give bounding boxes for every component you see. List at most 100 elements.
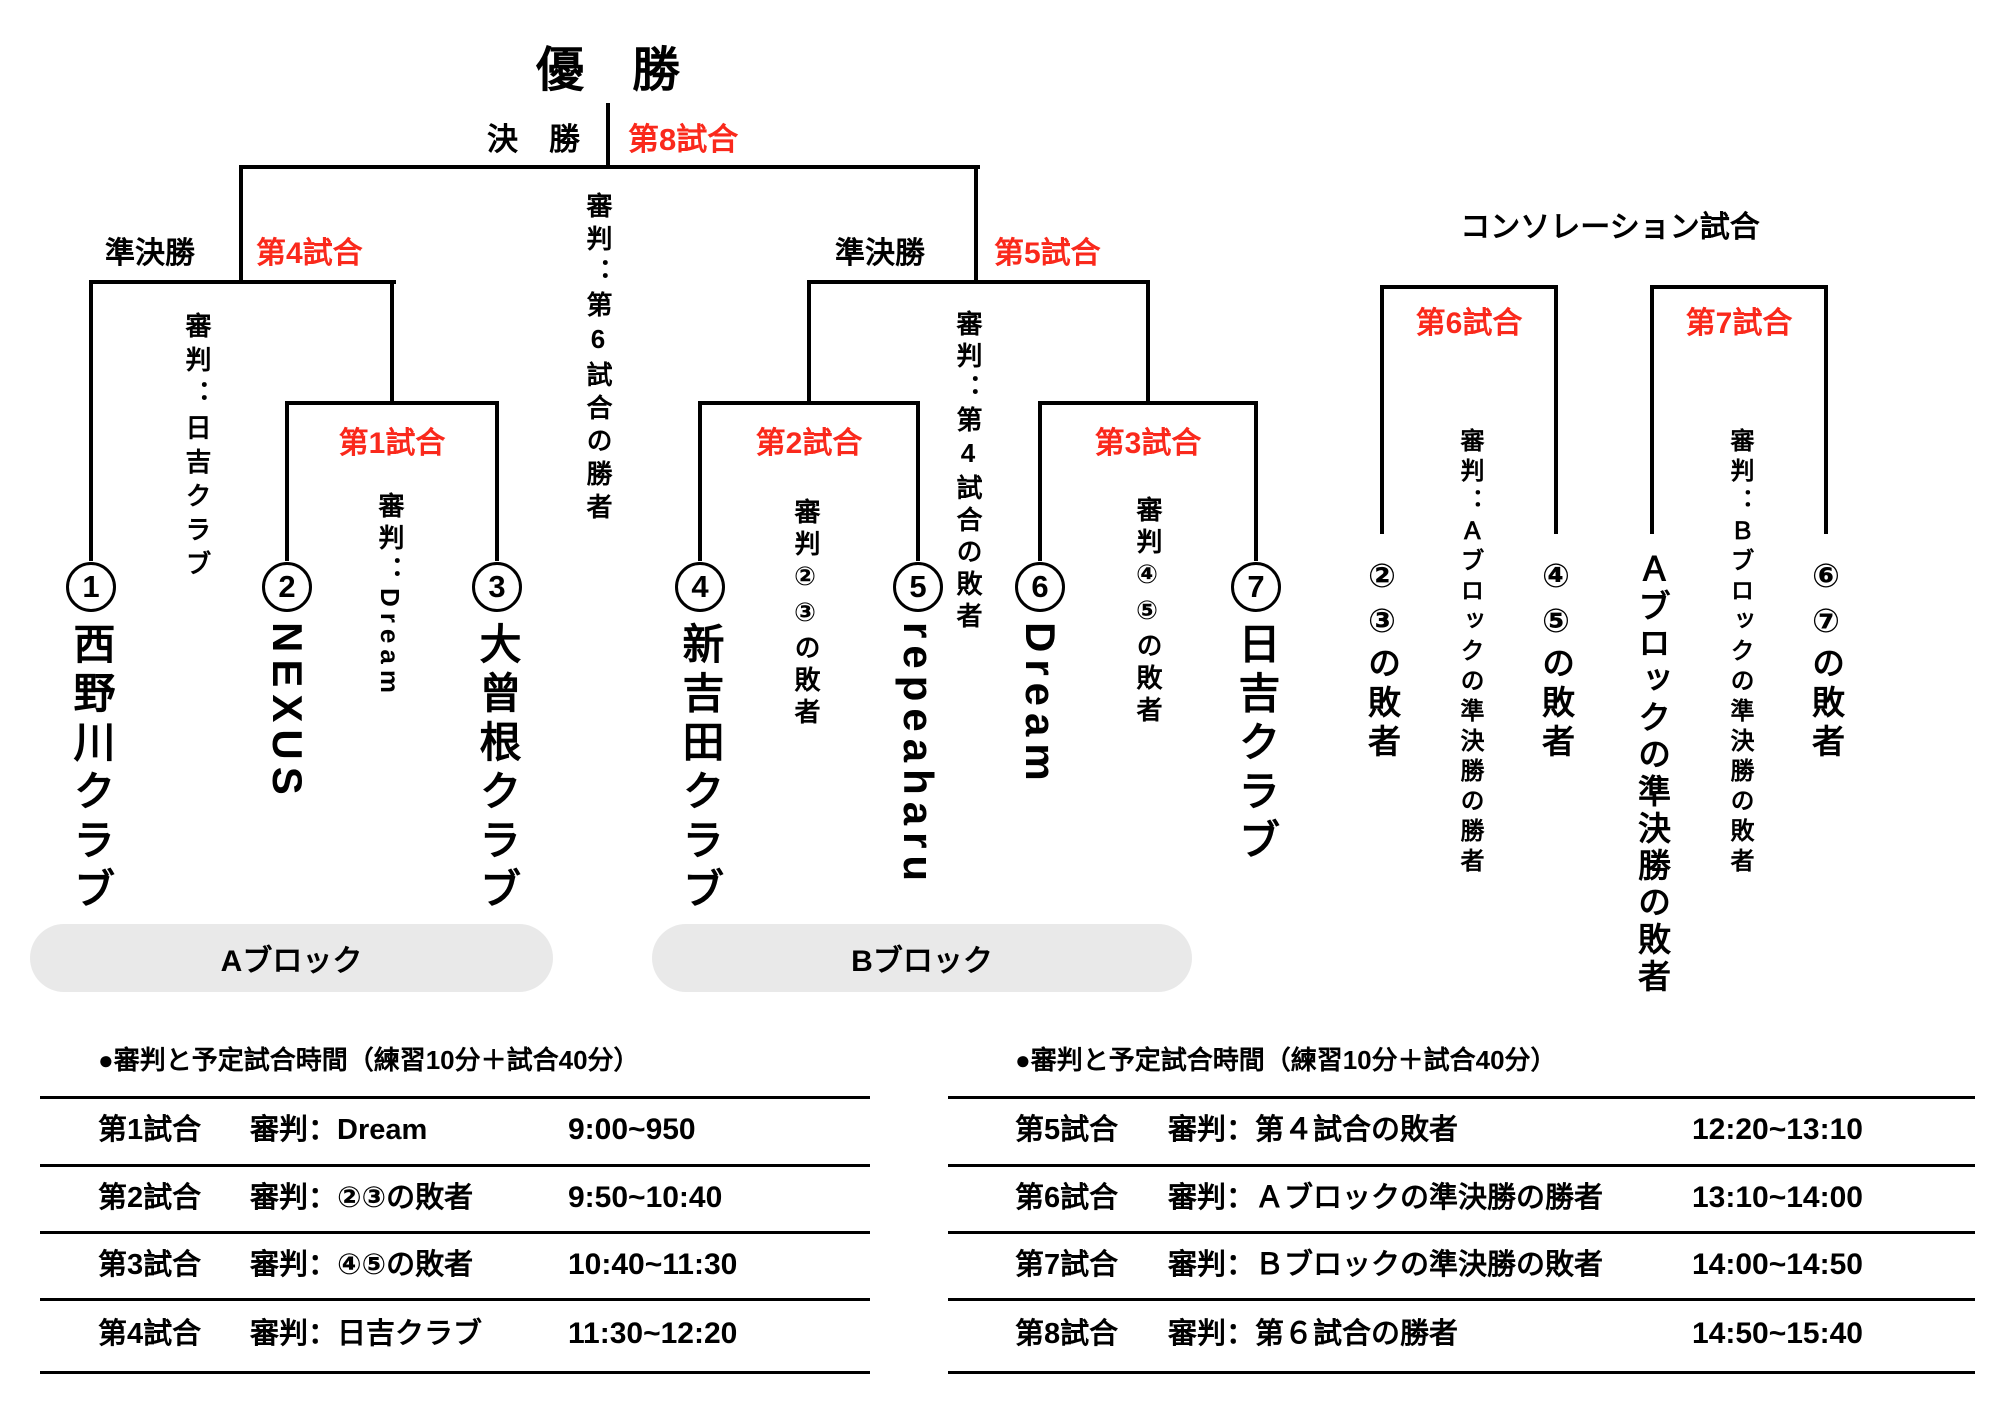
schedule-row-referee: 審判：Ｂブロックの準決勝の敗者: [1168, 1249, 1604, 1281]
bracket-line-game6: [1380, 285, 1558, 289]
bracket-line-game6-right: [1554, 285, 1558, 534]
schedule-row-game: 第1試合: [98, 1114, 202, 1146]
team2-seed-circle: 2: [262, 562, 312, 612]
semifinal-b-game-label: 第5試合: [994, 237, 1101, 270]
team4-name: 新吉田クラブ: [677, 622, 724, 916]
game1-label: 第1試合: [338, 427, 446, 460]
schedule-row-referee: 審判：第６試合の勝者: [1168, 1318, 1459, 1350]
team2-name: NEXUS: [264, 622, 311, 802]
final-game-label: 第8試合: [628, 122, 739, 157]
schedule-row-time: 13:10~14:00: [1692, 1181, 1863, 1214]
team5-name: repeaharu: [895, 622, 942, 889]
team1-seed-circle: 1: [66, 562, 116, 612]
schedule-right-rule: [948, 1371, 1975, 1374]
team6-seed-circle: 6: [1015, 562, 1065, 612]
team1-name: 西野川クラブ: [68, 622, 115, 916]
semifinal-a-label: 準決勝: [105, 237, 195, 270]
schedule-row-referee: 審判：日吉クラブ: [250, 1318, 483, 1350]
bracket-line-sfb-right-drop: [1146, 280, 1150, 405]
schedule-row-game: 第3試合: [98, 1249, 202, 1281]
game3-referee-note: 審判④⑤の敗者: [1133, 496, 1163, 728]
bracket-line-semifinal-b: [807, 280, 1150, 284]
schedule-right-rule: [948, 1298, 1975, 1301]
schedule-row-game: 第4試合: [98, 1318, 202, 1350]
bracket-line-game6-left: [1380, 285, 1384, 534]
team7-name: 日吉クラブ: [1233, 622, 1280, 867]
bracket-line-team3: [495, 401, 499, 561]
schedule-row-game: 第7試合: [1015, 1249, 1119, 1281]
game6-right-team: ④⑤の敗者: [1537, 556, 1575, 763]
team7-seed-circle: 7: [1231, 562, 1281, 612]
game2-label: 第2試合: [755, 427, 863, 460]
schedule-row-time: 10:40~11:30: [568, 1248, 738, 1281]
schedule-row-game: 第5試合: [1015, 1114, 1119, 1146]
bracket-line-team4: [698, 401, 702, 561]
team6-name: Dream: [1017, 622, 1064, 788]
block-b-pill: Bブロック: [652, 924, 1192, 992]
schedule-left-rule: [40, 1231, 870, 1234]
bracket-line-game1: [285, 401, 499, 405]
bracket-line-team2: [285, 401, 289, 561]
bracket-line-a-drop: [239, 165, 243, 284]
bracket-line-game7-right: [1824, 285, 1828, 534]
game2-referee-note: 審判②③の敗者: [791, 498, 821, 730]
bracket-line-team6: [1038, 401, 1042, 561]
schedule-left-rule: [40, 1164, 870, 1167]
schedule-row-referee: 審判：②③の敗者: [250, 1182, 474, 1214]
schedule-right-header: ●審判と予定試合時間（練習10分＋試合40分）: [1015, 1045, 1557, 1075]
champion-label: 優 勝: [535, 44, 680, 97]
bracket-line-champion: [606, 103, 610, 169]
schedule-left-rule: [40, 1371, 870, 1374]
game3-label: 第3試合: [1094, 427, 1202, 460]
block-b-label: Bブロック: [851, 945, 993, 978]
schedule-row-time: 11:30~12:20: [568, 1317, 738, 1350]
schedule-row-referee: 審判：Ａブロックの準決勝の勝者: [1168, 1182, 1604, 1214]
schedule-row-game: 第2試合: [98, 1182, 202, 1214]
schedule-left-rule: [40, 1096, 870, 1099]
bracket-line-team5: [916, 401, 920, 561]
bracket-line-team1: [89, 280, 93, 561]
schedule-row-time: 12:20~13:10: [1692, 1113, 1863, 1146]
game7-right-team: ⑥⑦の敗者: [1807, 556, 1845, 763]
block-a-pill: Aブロック: [30, 924, 553, 992]
schedule-row-time: 9:50~10:40: [568, 1181, 723, 1214]
schedule-row-game: 第8試合: [1015, 1318, 1119, 1350]
bracket-line-b-drop: [974, 165, 978, 284]
schedule-right-rule: [948, 1096, 1975, 1099]
game7-referee-note: 審判：Ｂブロックの準決勝の敗者: [1726, 428, 1753, 878]
game1-referee-note: 審判：Dream: [375, 492, 405, 699]
bracket-line-sfa-drop: [390, 280, 394, 405]
consolation-title: コンソレーション試合: [1460, 211, 1760, 244]
bracket-line-game2: [698, 401, 920, 405]
schedule-row-game: 第6試合: [1015, 1182, 1119, 1214]
bracket-line-final: [239, 165, 980, 169]
block-a-label: Aブロック: [220, 945, 363, 978]
team3-name: 大曾根クラブ: [474, 622, 521, 916]
team3-seed-circle: 3: [472, 562, 522, 612]
bracket-line-team7: [1254, 401, 1258, 561]
schedule-left-header: ●審判と予定試合時間（練習10分＋試合40分）: [98, 1045, 640, 1075]
bracket-line-game3: [1038, 401, 1258, 405]
game6-label: 第6試合: [1415, 307, 1523, 340]
schedule-row-time: 9:00~950: [568, 1113, 696, 1146]
game7-left-team: Ａブロックの準決勝の敗者: [1633, 552, 1671, 996]
schedule-row-referee: 審判：第４試合の敗者: [1168, 1114, 1459, 1146]
schedule-right-rule: [948, 1164, 1975, 1167]
game7-label: 第7試合: [1685, 307, 1793, 340]
team5-seed-circle: 5: [893, 562, 943, 612]
semifinal-a-referee-note: 審判：日吉クラブ: [182, 312, 212, 584]
schedule-row-referee: 審判：Dream: [250, 1114, 428, 1146]
schedule-row-time: 14:00~14:50: [1692, 1248, 1863, 1281]
bracket-line-semifinal-a: [89, 280, 396, 284]
schedule-row-referee: 審判：④⑤の敗者: [250, 1249, 474, 1281]
schedule-row-time: 14:50~15:40: [1692, 1317, 1863, 1350]
schedule-left-rule: [40, 1298, 870, 1301]
final-label: 決 勝: [487, 122, 580, 157]
semifinal-b-label: 準決勝: [835, 237, 925, 270]
game6-referee-note: 審判：Ａブロックの準決勝の勝者: [1456, 428, 1483, 878]
game6-left-team: ②③の敗者: [1363, 556, 1401, 763]
semifinal-b-referee-note: 審判：第4試合の敗者: [953, 310, 983, 634]
team4-seed-circle: 4: [675, 562, 725, 612]
semifinal-a-game-label: 第4試合: [256, 237, 363, 270]
